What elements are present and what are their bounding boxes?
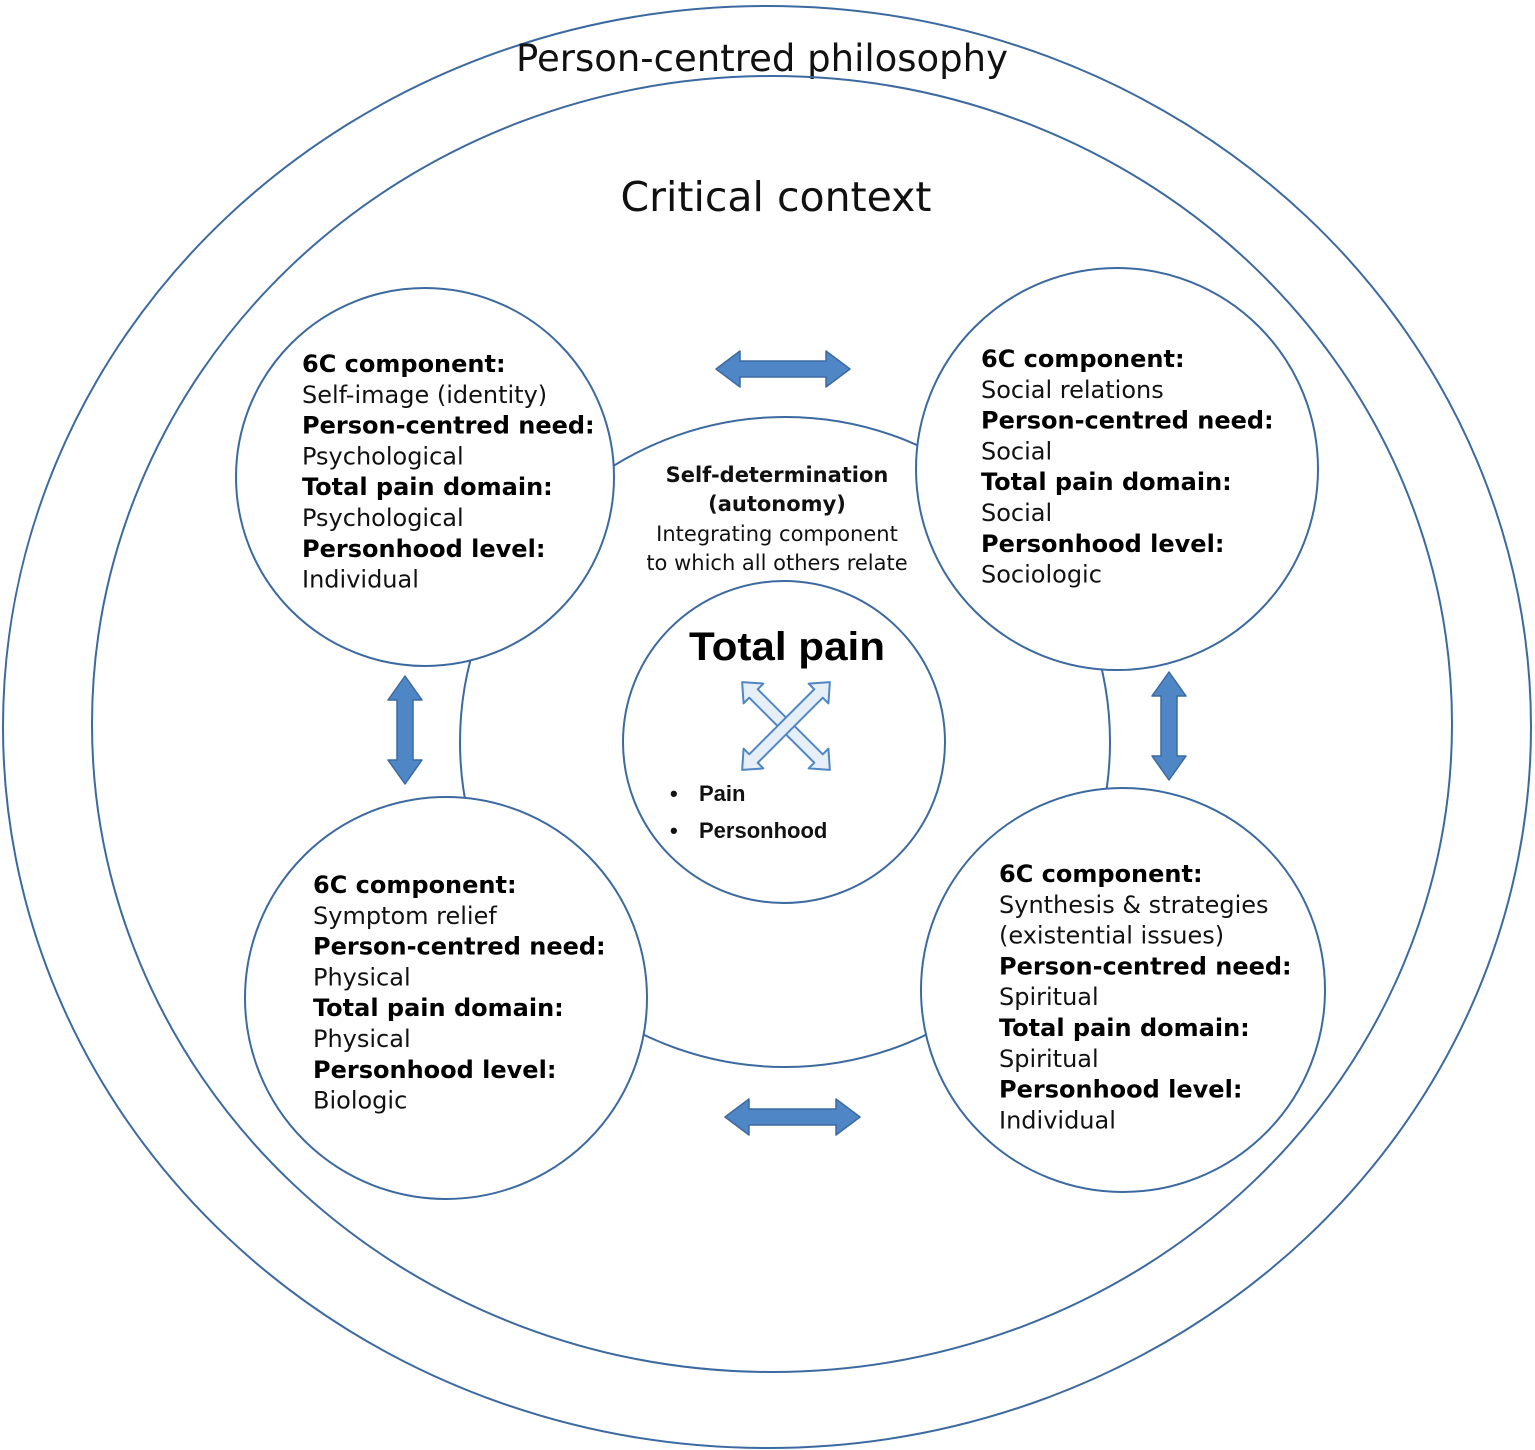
inner-title: Critical context xyxy=(621,173,932,221)
node-top-right-text: 6C component: Social relationsPerson-cent… xyxy=(981,345,1274,589)
node-top-left-text: 6C component: Self-image (identity) Person… xyxy=(302,350,595,594)
node-field-heading: 6C component: xyxy=(302,350,506,378)
node-field-value: Psychological xyxy=(302,442,464,470)
node-field-heading: 6C component: xyxy=(999,860,1203,888)
node-circle-bottom-left xyxy=(244,796,648,1200)
node-field-heading: Personhood level: xyxy=(999,1076,1242,1104)
node-field-heading: Person-centred need: xyxy=(999,952,1292,980)
total-pain-circle xyxy=(622,580,946,904)
center-heading-line2: (autonomy) xyxy=(708,492,846,516)
node-field-heading: Personhood level: xyxy=(981,530,1224,558)
node-field-heading: 6C component: xyxy=(981,345,1185,373)
node-field-value: Sociologic xyxy=(981,561,1102,589)
node-field-value: Physical xyxy=(313,963,411,991)
node-circle-top-right xyxy=(915,267,1319,671)
arrow-left-vertical xyxy=(387,675,423,785)
node-field-value: Biologic xyxy=(313,1087,407,1115)
bullet-marker-1: • xyxy=(670,781,678,806)
node-field-heading: 6C component: xyxy=(313,871,517,899)
node-field-value: Psychological xyxy=(302,504,464,532)
bullet-marker-2: • xyxy=(670,818,678,843)
node-field-heading: Total pain domain: xyxy=(999,1014,1250,1042)
node-field-value: Social xyxy=(981,499,1052,527)
critical-context-circle xyxy=(91,75,1453,1373)
node-field-value: Individual xyxy=(302,566,419,594)
node-field-value: Physical xyxy=(313,1025,411,1053)
node-field-heading: Total pain domain: xyxy=(302,473,553,501)
node-field-heading: Person-centred need: xyxy=(313,933,606,961)
node-field-value: Social relations xyxy=(981,376,1164,404)
node-field-heading: Personhood level: xyxy=(313,1056,556,1084)
four-way-arrow-icon xyxy=(741,681,831,771)
node-field-heading: Person-centred need: xyxy=(302,412,595,440)
node-field-heading: Total pain domain: xyxy=(981,468,1232,496)
node-circle-top-left xyxy=(235,287,615,667)
node-field-value: Symptom relief xyxy=(313,902,497,930)
center-desc-line1: Integrating component xyxy=(656,522,898,546)
center-heading-line1: Self-determination xyxy=(666,463,889,487)
node-field-value: Spiritual xyxy=(999,983,1099,1011)
center-desc-line2: to which all others relate xyxy=(646,551,907,575)
outer-philosophy-circle xyxy=(2,5,1532,1449)
node-field-heading: Total pain domain: xyxy=(313,994,564,1022)
arrow-bottom-horizontal xyxy=(724,1098,861,1136)
self-determination-ring xyxy=(459,416,1111,1068)
node-field-heading: Person-centred need: xyxy=(981,407,1274,435)
node-bottom-left-text: 6C component: Symptom reliefPerson-centre… xyxy=(313,871,606,1115)
total-pain-title: Total pain xyxy=(689,625,885,669)
node-field-value: Self-image (identity) xyxy=(302,381,547,409)
node-field-value: Social xyxy=(981,437,1052,465)
total-pain-bullet-pain: Pain xyxy=(699,781,745,806)
node-field-value: Spiritual xyxy=(999,1045,1099,1073)
node-field-value: (existential issues) xyxy=(999,922,1224,950)
arrow-right-vertical xyxy=(1151,671,1187,781)
node-field-heading: Personhood level: xyxy=(302,535,545,563)
node-field-value: Individual xyxy=(999,1106,1116,1134)
node-circle-bottom-right xyxy=(920,787,1326,1193)
outer-title: Person-centred philosophy xyxy=(516,37,1008,80)
node-field-value: Synthesis & strategies xyxy=(999,891,1269,919)
node-bottom-right-text: 6C component: Synthesis & strategies (exis… xyxy=(999,860,1292,1134)
arrow-top-horizontal xyxy=(715,350,851,388)
total-pain-bullet-personhood: Personhood xyxy=(699,818,827,843)
